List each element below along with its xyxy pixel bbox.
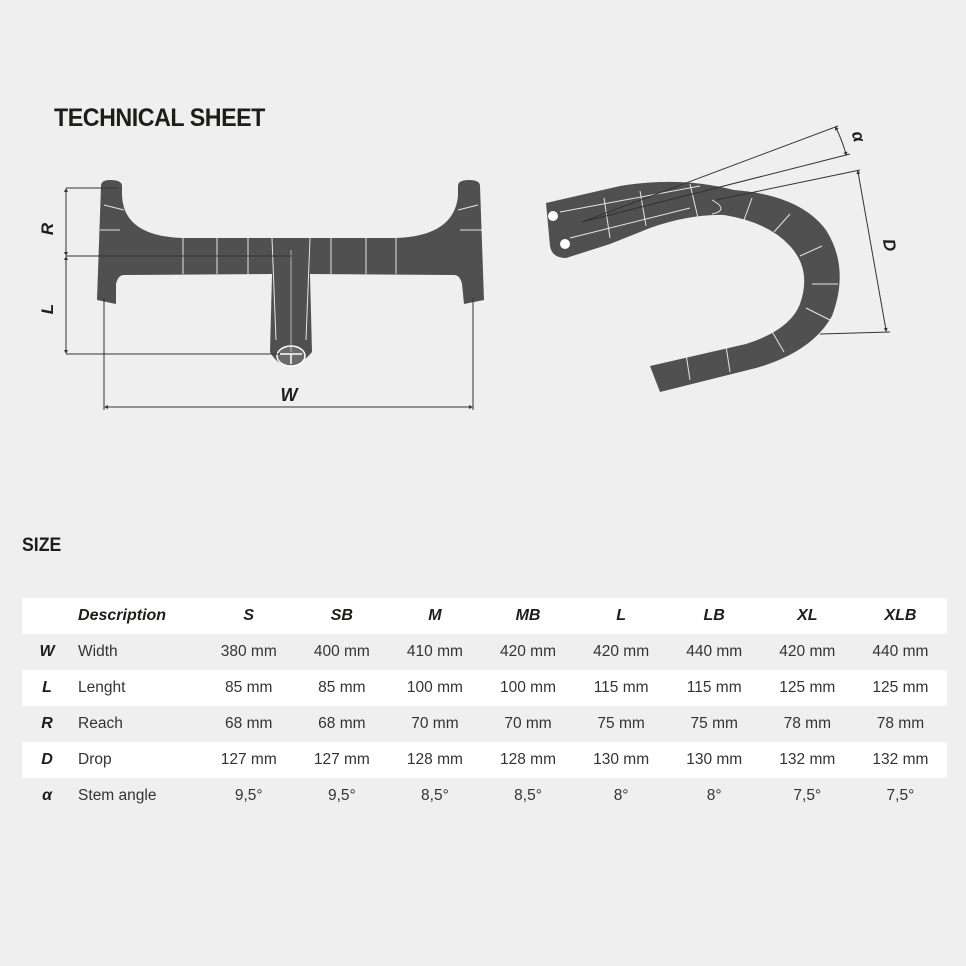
- row-description: Reach: [78, 715, 123, 732]
- row-description: Lenght: [78, 679, 126, 696]
- table-cell: 70 mm: [411, 715, 459, 732]
- side-bar-shape: [546, 181, 840, 392]
- dim-label-l: L: [38, 304, 57, 314]
- table-cell: 128 mm: [500, 751, 557, 768]
- table-row: R Reach 68 mm 68 mm 70 mm 70 mm 75 mm 75…: [22, 706, 947, 742]
- side-view: α D: [546, 125, 900, 392]
- table-row: W Width 380 mm 400 mm 410 mm 420 mm 420 …: [22, 634, 947, 670]
- header-size: SB: [330, 607, 353, 624]
- header-size: M: [428, 607, 442, 624]
- table-cell: 130 mm: [593, 751, 650, 768]
- front-view: R L W: [38, 180, 484, 410]
- dim-label-w: W: [281, 385, 300, 405]
- row-description: Drop: [78, 751, 112, 768]
- table-cell: 78 mm: [876, 715, 925, 732]
- table-cell: 400 mm: [313, 643, 370, 660]
- table-cell: 8°: [613, 787, 629, 804]
- header-size: XLB: [884, 607, 917, 624]
- row-symbol: W: [39, 643, 55, 660]
- table-cell: 420 mm: [593, 643, 650, 660]
- page-title: TECHNICAL SHEET: [54, 104, 265, 132]
- table-cell: 125 mm: [872, 679, 929, 696]
- table-row: L Lenght 85 mm 85 mm 100 mm 100 mm 115 m…: [22, 670, 947, 706]
- table-cell: 85 mm: [225, 679, 273, 696]
- row-description: Stem angle: [78, 787, 157, 804]
- table-row: α Stem angle 9,5° 9,5° 8,5° 8,5° 8° 8° 7…: [22, 778, 947, 814]
- table-cell: 8,5°: [421, 787, 449, 804]
- table-cell: 8°: [706, 787, 722, 804]
- table-cell: 7,5°: [886, 787, 915, 804]
- header-description: Description: [78, 607, 167, 624]
- table-cell: 440 mm: [686, 643, 743, 660]
- table-cell: 68 mm: [318, 715, 366, 732]
- table-cell: 127 mm: [220, 751, 277, 768]
- table-cell: 70 mm: [504, 715, 552, 732]
- size-table: Description S SB M MB L LB XL XLB W Widt…: [22, 598, 947, 814]
- table-cell: 68 mm: [225, 715, 273, 732]
- row-symbol: L: [42, 679, 52, 696]
- table-cell: 420 mm: [779, 643, 836, 660]
- table-row: D Drop 127 mm 127 mm 128 mm 128 mm 130 m…: [22, 742, 947, 778]
- table-cell: 9,5°: [327, 787, 356, 804]
- table-cell: 115 mm: [593, 679, 649, 696]
- dim-label-d: D: [879, 237, 900, 252]
- handlebar-diagram: R L W: [38, 125, 900, 410]
- row-symbol: D: [41, 751, 53, 768]
- front-bar-shape: [97, 180, 484, 366]
- row-symbol: α: [42, 787, 52, 804]
- header-size: S: [243, 607, 255, 624]
- table-cell: 132 mm: [779, 751, 836, 768]
- header-size: MB: [515, 607, 541, 624]
- size-section-title: SIZE: [22, 535, 62, 556]
- table-cell: 100 mm: [406, 679, 463, 696]
- header-size: L: [616, 607, 626, 624]
- header-symbol: [22, 598, 72, 634]
- table-cell: 9,5°: [234, 787, 263, 804]
- table-cell: 440 mm: [872, 643, 929, 660]
- table-cell: 75 mm: [597, 715, 645, 732]
- dim-label-r: R: [38, 222, 57, 235]
- table-cell: 8,5°: [514, 787, 542, 804]
- header-size: LB: [703, 607, 725, 624]
- table-cell: 128 mm: [406, 751, 463, 768]
- table-cell: 7,5°: [793, 787, 822, 804]
- table-cell: 75 mm: [690, 715, 738, 732]
- table-cell: 85 mm: [318, 679, 366, 696]
- table-cell: 78 mm: [783, 715, 831, 732]
- table-cell: 132 mm: [872, 751, 929, 768]
- table-cell: 410 mm: [406, 643, 463, 660]
- table-cell: 130 mm: [686, 751, 743, 768]
- table-cell: 420 mm: [500, 643, 557, 660]
- table-cell: 115 mm: [686, 679, 742, 696]
- header-size: XL: [797, 607, 818, 624]
- table-cell: 380 mm: [220, 643, 277, 660]
- table-cell: 127 mm: [313, 751, 370, 768]
- table-cell: 125 mm: [779, 679, 836, 696]
- table-cell: 100 mm: [500, 679, 557, 696]
- dim-label-a: α: [848, 129, 869, 146]
- row-symbol: R: [41, 715, 53, 732]
- row-description: Width: [78, 643, 118, 660]
- table-header-row: Description S SB M MB L LB XL XLB: [22, 598, 947, 634]
